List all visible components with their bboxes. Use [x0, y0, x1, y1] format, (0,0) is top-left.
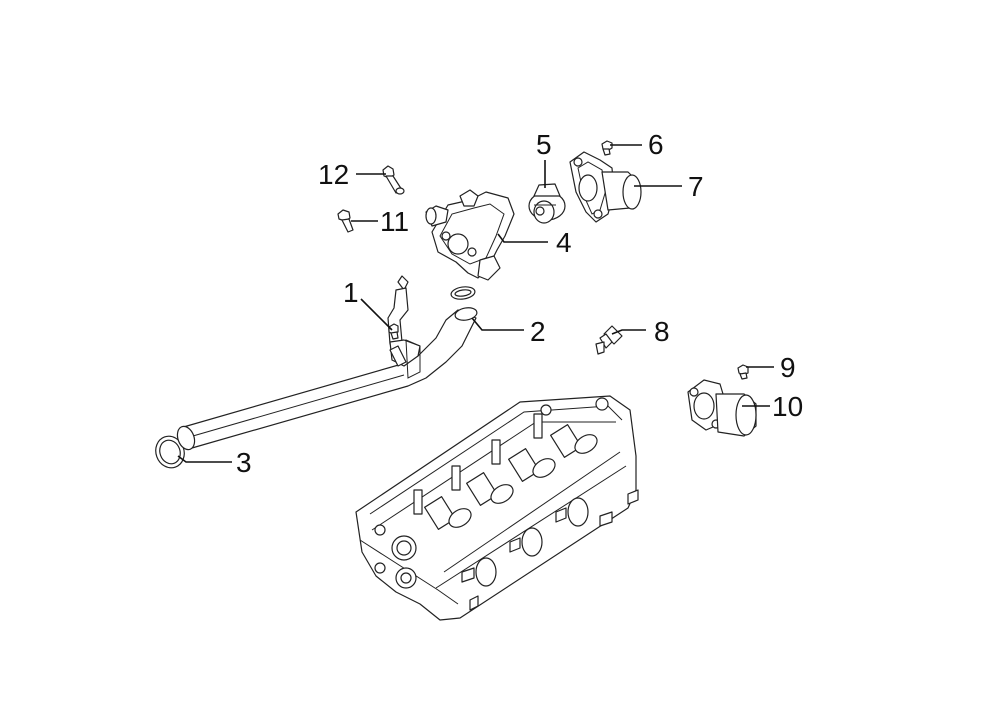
callout-2: 2: [530, 316, 546, 347]
water-outlet-icon: [687, 379, 757, 437]
callout-12: 12: [318, 159, 349, 190]
callout-3: 3: [236, 447, 252, 478]
water-outlet-icon: [569, 151, 642, 223]
callout-5: 5: [536, 129, 552, 160]
callout-7: 7: [688, 171, 704, 202]
bolt-icon: [382, 165, 405, 195]
bolt-icon: [337, 209, 354, 233]
bolt-icon: [737, 364, 749, 380]
o-ring-icon: [155, 435, 185, 469]
callout-6: 6: [648, 129, 664, 160]
callout-8: 8: [654, 316, 670, 347]
gasket-icon: [450, 286, 476, 300]
leader-line: [360, 298, 393, 331]
leader-line: [497, 233, 548, 243]
leader-line: [471, 317, 524, 331]
bolt-icon: [388, 323, 399, 340]
temperature-sensor-icon: [595, 325, 623, 355]
thermostat-housing-icon: [425, 189, 515, 281]
callout-9: 9: [780, 352, 796, 383]
cylinder-head-icon: [355, 395, 639, 621]
coolant-pipe-icon: [176, 275, 478, 451]
callout-4: 4: [556, 227, 572, 258]
callout-1: 1: [343, 277, 359, 308]
leader-line: [611, 329, 646, 335]
callout-11: 11: [380, 206, 409, 237]
thermostat-icon: [528, 183, 566, 224]
callout-10: 10: [772, 391, 803, 422]
bolt-icon: [601, 140, 613, 156]
leader-line: [177, 455, 232, 463]
